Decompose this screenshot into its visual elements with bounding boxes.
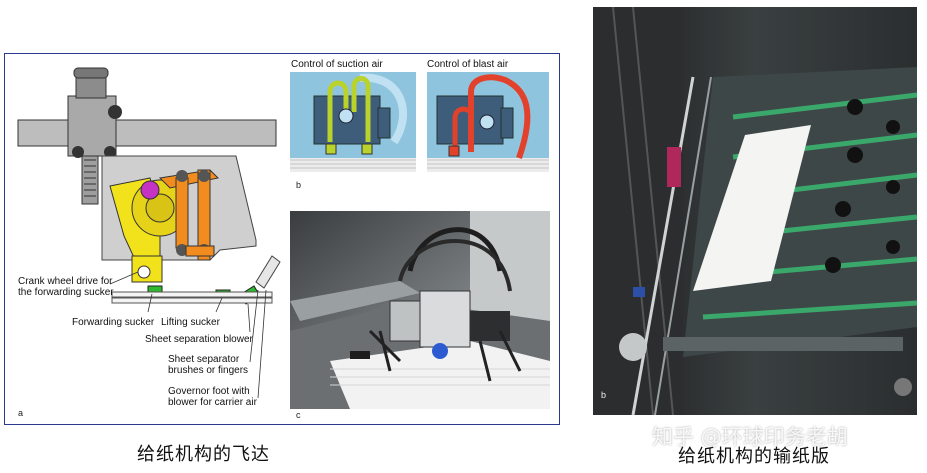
suction-air-title: Control of suction air [291, 59, 383, 70]
watermark: 知乎 @环球印务老胡 [652, 425, 848, 449]
feeder-head-photo [290, 211, 550, 409]
forwarding-sucker-label: Forwarding sucker [72, 317, 155, 328]
sheet-separator-label: Sheet separator brushes or fingers [168, 354, 249, 376]
panel-c-letter: c [296, 410, 301, 420]
suction-air-diagram [290, 72, 416, 172]
crank-wheel-label: Crank wheel drive for the forwarding suc… [18, 276, 114, 298]
blast-air-diagram [427, 72, 549, 172]
panel-b-letter: b [296, 180, 302, 190]
feed-table-photo [593, 7, 917, 415]
right-photo-letter: b [601, 390, 607, 400]
right-caption: 给纸机构的输纸版 [678, 446, 830, 467]
blast-air-title: Control of blast air [427, 59, 509, 70]
lifting-sucker-label: Lifting sucker [161, 317, 220, 328]
governor-foot-label: Governor foot with blower for carrier ai… [168, 386, 257, 408]
feeder-mechanism-diagram [17, 67, 281, 399]
sheet-separation-blower-label: Sheet separation blower [145, 334, 253, 345]
panel-a-letter: a [18, 408, 24, 418]
left-caption: 给纸机构的飞达 [137, 444, 270, 465]
